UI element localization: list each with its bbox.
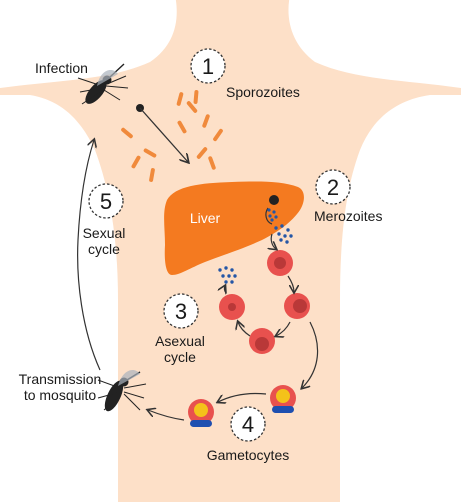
merozoites-cluster-2 [218, 266, 237, 284]
arrow-gametocyte-to-gametocyte [218, 392, 267, 402]
red-blood-cell-2 [284, 293, 310, 319]
gametocytes-label: Gametocytes [207, 447, 289, 463]
step-2-badge: 2 [315, 169, 351, 205]
arrow-to-gametocytes [302, 321, 319, 388]
gametocyte-right [270, 385, 296, 413]
step-3-badge: 3 [163, 293, 199, 329]
liver: Liver [164, 181, 304, 275]
sporozoites-label: Sporozoites [226, 84, 300, 100]
infection-label: Infection [35, 60, 88, 76]
step-5-number: 5 [100, 189, 112, 214]
red-blood-cell-3 [249, 328, 275, 354]
step-3-number: 3 [175, 299, 187, 324]
mosquito-bottom-icon [97, 370, 147, 412]
merozoites-label: Merozoites [314, 208, 382, 224]
liver-label: Liver [190, 210, 221, 226]
neck-gap-right [288, 0, 461, 88]
step-4-number: 4 [242, 412, 254, 437]
asexual-cycle-arrows [224, 233, 294, 336]
sporozoites-cluster [121, 90, 223, 182]
arrow-to-mosquito [148, 410, 185, 421]
sexual-cycle-label-line1: Sexual [83, 225, 126, 241]
red-blood-cell-4 [219, 294, 245, 320]
step-2-number: 2 [327, 175, 339, 200]
step-4-badge: 4 [230, 406, 266, 442]
transmission-label-line2: to mosquito [24, 387, 97, 403]
step-5-badge: 5 [88, 183, 124, 219]
step-1-badge: 1 [190, 48, 226, 84]
asexual-cycle-label-line2: cycle [164, 349, 196, 365]
arrow-sexual-cycle [77, 140, 101, 371]
red-blood-cell-1 [267, 250, 293, 276]
transmission-label-line1: Transmission [19, 371, 102, 387]
sexual-cycle-label-line2: cycle [88, 241, 120, 257]
neck-gap [0, 0, 177, 88]
merozoites-cluster [274, 224, 293, 244]
step-1-number: 1 [202, 54, 214, 79]
asexual-cycle-label-line1: Asexual [155, 333, 205, 349]
mosquito-top-icon [77, 63, 129, 105]
injection-pointer [136, 104, 188, 162]
infected-liver-cell [265, 195, 279, 225]
gametocyte-left [188, 399, 214, 427]
